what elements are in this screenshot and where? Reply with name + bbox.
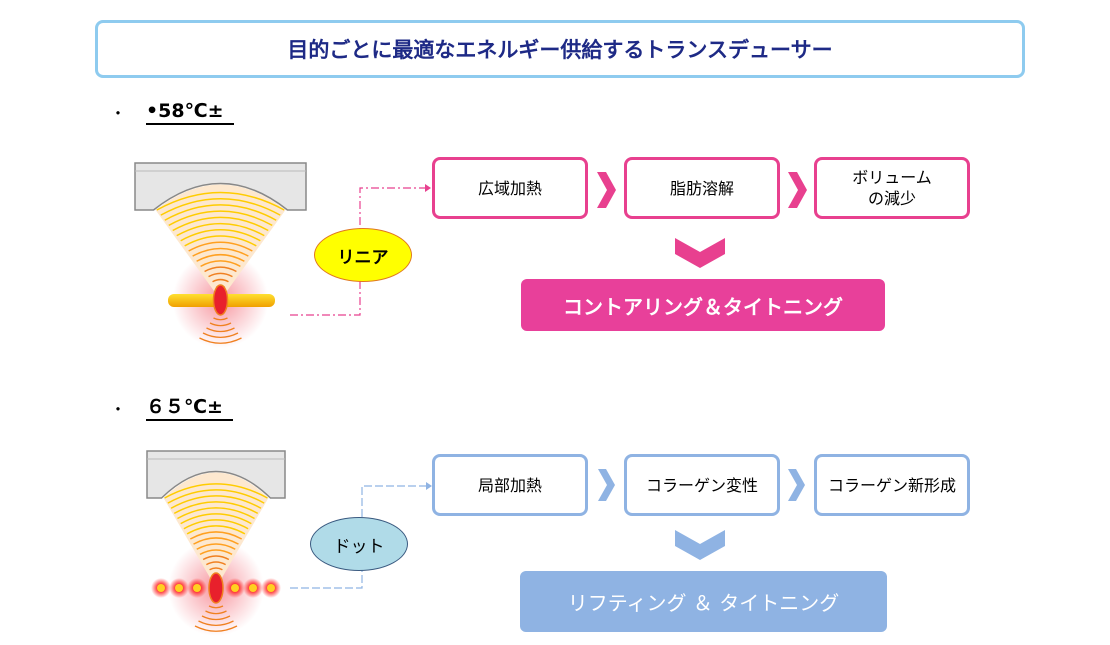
wave-arc [173, 501, 259, 515]
wave-arc [192, 247, 249, 257]
wave-arc [212, 278, 229, 283]
wave-arc [196, 253, 245, 262]
wave-arc [201, 615, 231, 621]
wave-arc [204, 266, 237, 273]
wave-arc [202, 555, 230, 561]
heat-dot [231, 584, 239, 592]
wave-arc [198, 620, 234, 627]
mode-linear-badge: リニア [314, 228, 412, 282]
wave-arc [199, 549, 233, 556]
chevron-right-icon [598, 469, 615, 501]
wave-arc [209, 322, 232, 327]
step-collagen-denaturation: コラーゲン変性 [624, 454, 780, 516]
wave-arc [200, 260, 241, 268]
wave-arc [188, 241, 253, 252]
dot-transducer-illustration [146, 450, 286, 636]
ultrasound-cone [163, 472, 269, 588]
wave-arc [199, 337, 242, 344]
focal-point [208, 572, 224, 604]
temperature-heading-58: •58℃± [146, 99, 234, 125]
wave-arc [202, 332, 239, 339]
step-collagen-neogenesis: コラーゲン新形成 [814, 454, 970, 516]
wave-arc [208, 605, 224, 609]
wave-arc [172, 216, 269, 232]
heat-dot [267, 584, 275, 592]
step-volume-reduction: ボリュームの減少 [814, 157, 970, 219]
wave-arc [206, 327, 235, 333]
wave-arc [193, 537, 239, 545]
bullet: ・ [110, 104, 127, 123]
step-wide-heating: 広域加熱 [432, 157, 588, 219]
wave-arc [183, 519, 249, 530]
bullet: ・ [110, 400, 127, 419]
wave-arc [156, 191, 285, 211]
wave-arc [164, 483, 268, 499]
wave-arc [206, 561, 226, 566]
slide-title: 目的ごとに最適なエネルギー供給するトランスデューサー [95, 20, 1025, 78]
heat-dot [193, 584, 201, 592]
linear-transducer-illustration [134, 162, 307, 348]
wave-arc [170, 495, 262, 509]
wave-arc [196, 543, 236, 550]
wave-arc [177, 507, 255, 520]
wave-arc [180, 229, 261, 242]
wave-arc [208, 272, 233, 278]
step-local-heating: 局部加熱 [432, 454, 588, 516]
wave-arc [167, 489, 265, 504]
transducer-housing [146, 450, 286, 499]
wave-arc [176, 222, 265, 237]
wave-arc [189, 531, 243, 540]
step-fat-dissolution: 脂肪溶解 [624, 157, 780, 219]
chevron-down-icon [675, 530, 725, 560]
wave-arc [184, 235, 257, 247]
arrowhead [425, 184, 431, 192]
chevron-down-icon [675, 238, 725, 268]
wave-arc [180, 513, 252, 525]
transducer-housing [134, 162, 307, 211]
wave-arc [194, 625, 238, 632]
wave-arc [164, 204, 277, 221]
focal-point [212, 284, 229, 316]
temperature-heading-65: ６５℃± [146, 395, 233, 421]
wave-arc [168, 210, 273, 227]
heat-dot [157, 584, 165, 592]
result-lifting-tightening: リフティング ＆ タイトニング [520, 571, 887, 632]
heat-dot [249, 584, 257, 592]
arrowhead [426, 482, 432, 490]
wave-arc [213, 317, 228, 321]
chevron-right-icon [788, 172, 807, 208]
result-contouring-tightening: コントアリング＆タイトニング [521, 279, 885, 331]
wave-arc [160, 197, 281, 216]
wave-arc [186, 525, 246, 535]
chevron-right-icon [597, 172, 616, 208]
chevron-right-icon [788, 469, 805, 501]
mode-dot-badge: ドット [310, 517, 408, 571]
wave-arc [209, 567, 223, 571]
wave-arc [205, 610, 227, 615]
heat-dot [175, 584, 183, 592]
